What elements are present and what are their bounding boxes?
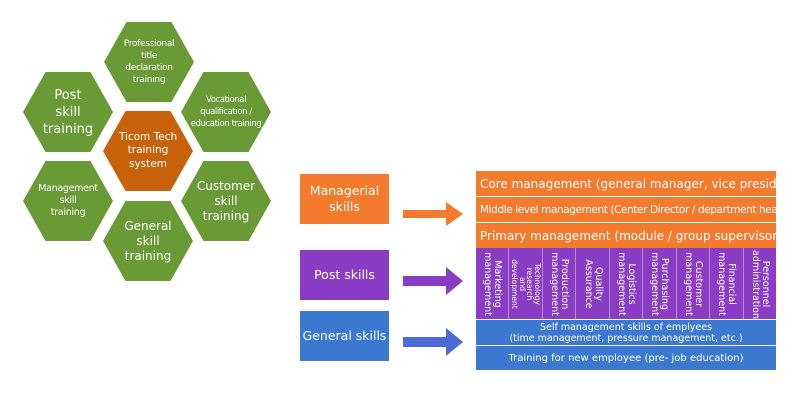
level-label: Primary management (module / group super…	[480, 228, 782, 243]
hex-label: Vocational qualification / education tra…	[190, 95, 262, 129]
general-skill-self-management: Self management skills of emplyees (time…	[476, 320, 776, 345]
arrow-managerial	[403, 202, 463, 226]
hex-label: Post skill training	[42, 87, 94, 137]
category-label: Post skills	[314, 267, 375, 282]
category-managerial-skills: Managerial skills	[300, 174, 389, 224]
post-skill-label: Logistics management	[615, 251, 637, 316]
arrow-general	[403, 328, 463, 356]
hex-center-training-system: Ticom Tech training system	[103, 111, 193, 191]
arrow-right-icon	[403, 267, 463, 295]
category-general-skills: General skills	[300, 311, 389, 361]
skills-stack: Core management (general manager, vice p…	[476, 171, 793, 370]
post-skill-column: Quality Assurance	[576, 248, 610, 319]
post-skill-column: Purchasing management	[643, 248, 677, 319]
post-skill-column: Marketing management	[476, 248, 510, 319]
hex-label: Customer skill training	[196, 178, 256, 223]
arrow-post	[403, 267, 463, 295]
post-skill-column: Financial management	[710, 248, 744, 319]
hex-vocational-qualification-training: Vocational qualification / education tra…	[181, 72, 271, 152]
managerial-level-core: Core management (general manager, vice p…	[476, 171, 793, 196]
category-post-skills: Post skills	[300, 250, 389, 300]
post-skill-label: Personnel administration	[749, 249, 771, 319]
hex-label: Management skill training	[38, 183, 98, 218]
hex-customer-skill-training: Customer skill training	[181, 161, 271, 241]
category-label: Managerial skills	[309, 183, 380, 214]
managerial-level-middle: Middle level management (Center Director…	[476, 197, 788, 222]
hex-professional-title-declaration-training: Professional title declaration training	[104, 22, 194, 102]
hex-management-skill-training: Management skill training	[23, 161, 113, 241]
level-label: Middle level management (Center Director…	[480, 203, 788, 216]
post-skill-label: Production management	[549, 251, 571, 316]
category-label: General skills	[302, 328, 387, 343]
hex-general-skill-training: General skill training	[103, 201, 193, 281]
general-skill-label: Self management skills of emplyees (time…	[509, 321, 743, 344]
post-skill-column: Production management	[543, 248, 577, 319]
general-skill-label: Training for new employee (pre- job educ…	[508, 352, 744, 364]
hex-post-skill-training: Post skill training	[23, 72, 113, 152]
post-skill-label: Marketing management	[482, 251, 504, 316]
post-skill-label: Quality Assurance	[582, 258, 604, 309]
post-skill-label: Purchasing management	[649, 251, 671, 316]
arrow-right-icon	[403, 328, 463, 356]
level-label: Core management (general manager, vice p…	[480, 176, 793, 191]
general-skill-new-employee: Training for new employee (pre- job educ…	[476, 346, 776, 370]
managerial-level-primary: Primary management (module / group super…	[476, 223, 782, 248]
post-skill-column: Personnel administration	[744, 248, 776, 319]
arrow-right-icon	[403, 202, 463, 226]
post-skill-column: Logistics management	[610, 248, 644, 319]
post-skill-column: Customer management	[677, 248, 711, 319]
hex-label: Ticom Tech training system	[118, 130, 178, 170]
post-skills-grid: Marketing management Technology research…	[476, 248, 776, 319]
post-skill-column: Technology research and development	[509, 248, 543, 319]
hex-label: General skill training	[124, 218, 172, 263]
hex-label: Professional title declaration training	[123, 39, 175, 85]
post-skill-label: Customer management	[682, 251, 704, 316]
post-skill-label: Financial management	[716, 251, 738, 316]
post-skill-label: Technology research and development	[510, 258, 542, 309]
